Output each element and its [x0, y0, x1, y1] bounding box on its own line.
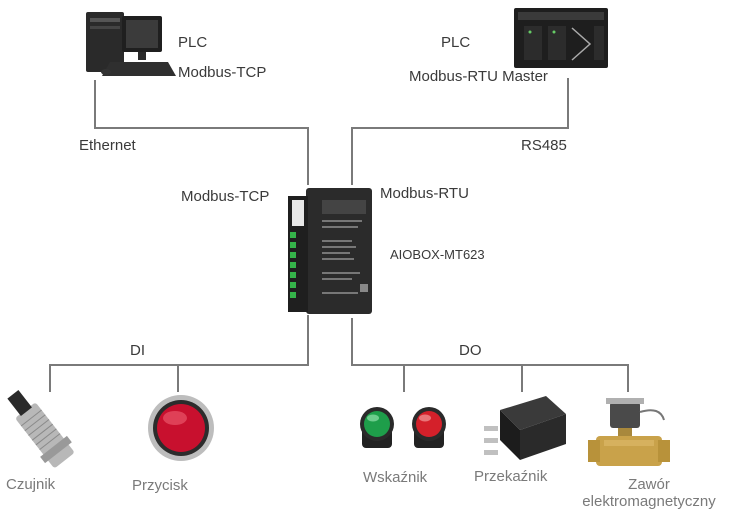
- gateway-model-label: AIOBOX-MT623: [390, 247, 485, 262]
- rs485-line: [351, 78, 569, 185]
- indicator-lights-icon: [360, 407, 446, 448]
- sensor-label: Czujnik: [6, 476, 56, 493]
- desktop-pc-icon: [86, 12, 176, 76]
- push-button-icon: [148, 395, 214, 461]
- connection-lines: [49, 78, 629, 392]
- ethernet-label: Ethernet: [79, 137, 136, 154]
- gateway-module-icon: [288, 188, 372, 314]
- top-left-protocol-label: Modbus-TCP: [178, 64, 267, 81]
- rs485-label: RS485: [521, 137, 567, 154]
- ethernet-line: [94, 80, 309, 185]
- sensor-icon: [7, 390, 74, 468]
- di-label: DI: [130, 342, 145, 359]
- gateway-right-port-label: Modbus-RTU: [380, 185, 469, 202]
- top-right-protocol-label: Modbus-RTU Master: [409, 68, 548, 85]
- plc-rack-icon: [514, 8, 608, 68]
- top-left-device-label: PLC: [178, 34, 208, 51]
- gateway-left-port-label: Modbus-TCP: [181, 188, 270, 205]
- do-label: DO: [459, 342, 482, 359]
- relay-icon: [484, 396, 566, 460]
- solenoid-valve-icon: [588, 398, 670, 466]
- valve-label: Zawór elektromagnetyczny: [582, 476, 716, 510]
- do-bus-line: [351, 318, 629, 392]
- indicator-label: Wskaźnik: [363, 469, 428, 486]
- relay-label: Przekaźnik: [474, 468, 548, 485]
- button-label: Przycisk: [132, 477, 188, 494]
- top-right-device-label: PLC: [441, 34, 471, 51]
